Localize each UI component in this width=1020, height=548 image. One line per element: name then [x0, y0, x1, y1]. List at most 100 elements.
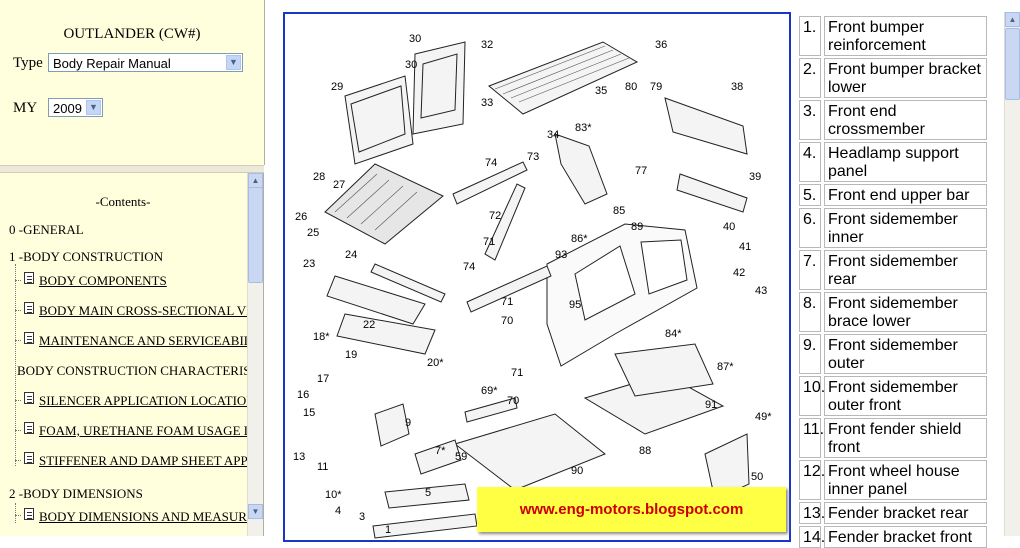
part-number: 10. — [799, 376, 825, 416]
callout: 10* — [325, 489, 342, 501]
tree-item-body-main-cross-sectional-view[interactable]: BODY MAIN CROSS-SECTIONAL VIEW — [39, 303, 264, 318]
callout: 16 — [297, 389, 309, 401]
scroll-down-icon[interactable]: ▼ — [248, 504, 263, 519]
tree-connector — [15, 264, 16, 466]
callout: 29 — [331, 81, 343, 93]
chevron-down-icon[interactable]: ▼ — [226, 55, 241, 70]
vehicle-title: OUTLANDER (CW#) — [63, 26, 201, 42]
chevron-down-icon[interactable]: ▼ — [86, 100, 101, 115]
document-icon — [24, 508, 34, 520]
callout: 33 — [481, 97, 493, 109]
tree-item-silencer-application-locations[interactable]: SILENCER APPLICATION LOCATIONS — [39, 393, 263, 408]
callout: 42 — [733, 267, 745, 279]
part-name: Front sidemember inner — [824, 208, 987, 248]
tree-connector — [15, 400, 21, 401]
part-name: Headlamp support panel — [824, 142, 987, 182]
body-components-diagram: 30 32 30 29 36 33 35 80 79 38 34 83* 28 … — [283, 12, 791, 542]
document-icon — [24, 422, 34, 434]
part-name: Front fender shield front — [824, 418, 987, 458]
part-number: 12. — [799, 460, 825, 500]
scroll-up-icon[interactable]: ▲ — [248, 173, 263, 188]
callout: 13 — [293, 451, 305, 463]
tree-connector — [15, 430, 21, 431]
callout: 27 — [333, 179, 345, 191]
frame-splitter[interactable] — [0, 165, 264, 173]
callout: 38 — [731, 81, 743, 93]
callout: 71 — [483, 236, 495, 248]
part-name: Front sidemember outer — [824, 334, 987, 374]
contents-heading: -Contents- — [95, 194, 151, 209]
callout: 72 — [489, 210, 501, 222]
tree-connector — [15, 503, 16, 523]
part-name: Front sidemember brace lower — [824, 292, 987, 332]
document-icon — [24, 272, 34, 284]
callout: 89 — [631, 221, 643, 233]
callout: 71 — [511, 367, 523, 379]
tree-item-body-components[interactable]: BODY COMPONENTS — [39, 273, 167, 288]
part-number: 4. — [799, 142, 821, 182]
callout: 26 — [295, 211, 307, 223]
callout: 86* — [571, 233, 588, 245]
callout: 24 — [345, 249, 357, 261]
callout: 39 — [749, 171, 761, 183]
part-number: 13. — [799, 502, 825, 524]
tree-item-foam-urethane-foam-usage[interactable]: FOAM, URETHANE FOAM USAGE LOCATIONS — [39, 423, 263, 438]
scroll-thumb[interactable] — [248, 187, 263, 283]
contents-scrollbar[interactable]: ▲ ▼ — [247, 173, 263, 536]
parts-list: 1. Front bumper reinforcement 2. Front b… — [797, 12, 990, 548]
part-number: 1. — [799, 16, 821, 56]
type-select-value: Body Repair Manual — [53, 56, 171, 71]
callout: 11 — [317, 461, 328, 473]
document-icon — [24, 392, 34, 404]
callout: 84* — [665, 328, 682, 340]
tree-item-general[interactable]: 0 -GENERAL — [9, 222, 84, 237]
callout: 15 — [303, 407, 315, 419]
part-name: Front bumper bracket lower — [824, 58, 987, 98]
type-select[interactable]: Body Repair Manual ▼ — [48, 53, 243, 72]
callout: 20* — [427, 357, 444, 369]
callout: 3 — [359, 511, 365, 523]
callout: 93 — [555, 249, 567, 261]
callout: 87* — [717, 361, 734, 373]
callout: 28 — [313, 171, 325, 183]
watermark-banner: www.eng-motors.blogspot.com — [477, 487, 786, 532]
tree-connector — [15, 280, 21, 281]
part-name: Front wheel house inner panel — [824, 460, 987, 500]
callout: 80 — [625, 81, 637, 93]
scroll-up-icon[interactable]: ▲ — [1005, 12, 1020, 27]
document-icon — [24, 452, 34, 464]
callout: 74 — [485, 157, 497, 169]
callout: 9 — [405, 417, 411, 429]
tree-item-body-dimensions[interactable]: 2 -BODY DIMENSIONS — [9, 486, 143, 501]
part-number: 11. — [799, 418, 824, 458]
model-year-select[interactable]: 2009 ▼ — [48, 98, 103, 117]
part-outlines — [324, 41, 750, 539]
tree-item-body-construction-characteristics[interactable]: BODY CONSTRUCTION CHARACTERISTICS — [17, 363, 264, 378]
part-number: 8. — [799, 292, 821, 332]
tree-item-stiffener-and-damp-sheet[interactable]: STIFFENER AND DAMP SHEET APPLICATION — [39, 453, 263, 468]
callout: 19 — [345, 349, 357, 361]
scroll-thumb[interactable] — [1005, 28, 1020, 100]
tree-item-body-construction[interactable]: 1 -BODY CONSTRUCTION — [9, 249, 164, 264]
callout: 34 — [547, 129, 559, 141]
part-name: Front sidemember rear — [824, 250, 987, 290]
callout: 30 — [409, 33, 421, 45]
main-scrollbar[interactable]: ▲ — [1004, 12, 1020, 536]
model-year-label: MY — [13, 100, 38, 116]
callout: 70 — [507, 395, 519, 407]
tree-connector — [15, 460, 21, 461]
tree-item-maintenance-and-serviceability[interactable]: MAINTENANCE AND SERVICEABILITY — [39, 333, 264, 348]
vehicle-selector-panel: OUTLANDER (CW#) Type Body Repair Manual … — [0, 0, 265, 165]
part-name: Front sidemember outer front — [824, 376, 987, 416]
part-name: Front bumper reinforcement — [824, 16, 987, 56]
callout: 83* — [575, 122, 592, 134]
callout: 77 — [635, 165, 647, 177]
tree-item-body-dimensions-and-measurement[interactable]: BODY DIMENSIONS AND MEASUREMENT — [39, 509, 263, 524]
callout: 91 — [705, 399, 717, 411]
part-name: Front end upper bar — [824, 184, 987, 206]
callout: 59 — [455, 451, 467, 463]
part-number: 5. — [799, 184, 821, 206]
callout: 40 — [723, 221, 735, 233]
callout: 90 — [571, 465, 583, 477]
tree-connector — [15, 515, 21, 516]
